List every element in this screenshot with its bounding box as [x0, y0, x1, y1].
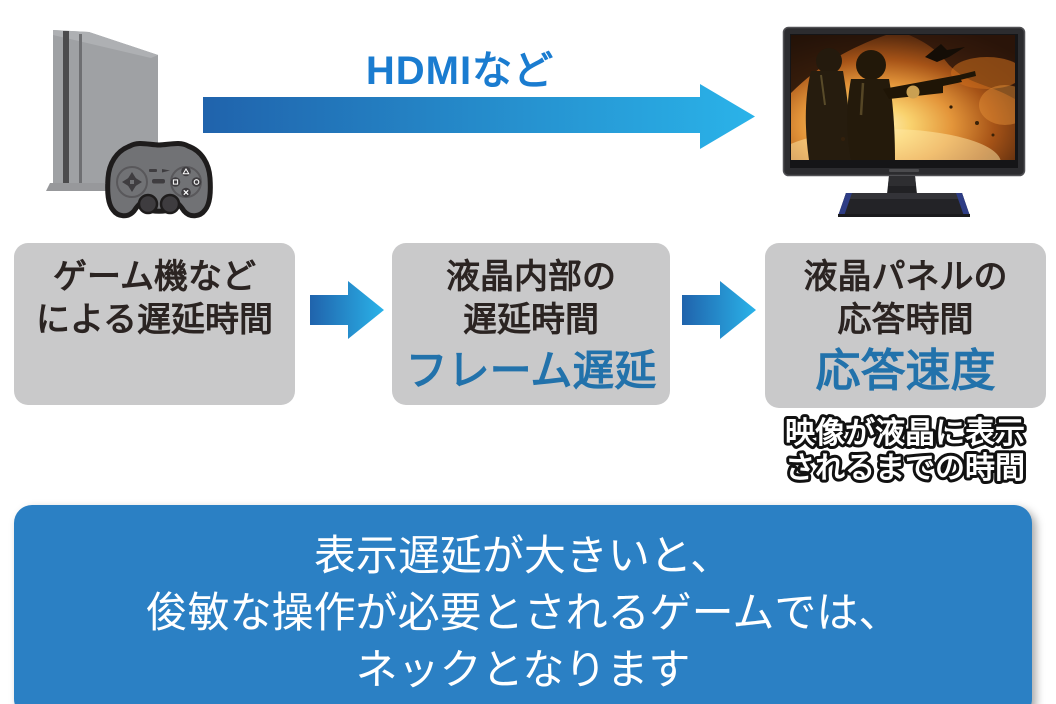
- gaming-monitor-icon: [782, 26, 1026, 217]
- game-scene-art: [791, 35, 1015, 160]
- flow-box-lcd-internal-delay: 液晶内部の 遅延時間 フレーム遅延: [392, 243, 670, 405]
- caption-line2: されるまでの時間: [785, 452, 1025, 485]
- box1-line2: による遅延時間: [36, 301, 273, 339]
- response-time-caption: 映像が液晶に表示 されるまでの時間: [782, 413, 1028, 488]
- box3-line2: 応答時間: [837, 301, 974, 339]
- right-arrow-icon: [310, 281, 384, 339]
- flow-box-panel-response: 液晶パネルの 応答時間 応答速度: [765, 243, 1046, 408]
- flow-box-console-delay: ゲーム機など による遅延時間: [14, 243, 295, 405]
- box3-line1: 液晶パネルの: [803, 258, 1008, 296]
- box2-line1: 液晶内部の: [446, 258, 616, 296]
- footer-warning-banner: 表示遅延が大きいと、 俊敏な操作が必要とされるゲームでは、 ネックとなります: [14, 505, 1032, 704]
- game-controller-icon: [105, 140, 213, 219]
- box2-line2: 遅延時間: [463, 301, 599, 339]
- box1-line1: ゲーム機など: [53, 258, 256, 296]
- footer-line1: 表示遅延が大きいと、: [313, 532, 733, 579]
- hdmi-cable-label: HDMIなど: [365, 49, 555, 93]
- monitor-logo: [889, 169, 919, 172]
- footer-line2: 俊敏な操作が必要とされるゲームでは、: [145, 589, 901, 636]
- box2-accent-frame-delay: フレーム遅延: [405, 347, 657, 394]
- caption-line1: 映像が液晶に表示: [785, 416, 1025, 450]
- footer-line3: ネックとなります: [355, 646, 691, 693]
- right-arrow-icon: [682, 281, 756, 339]
- box3-accent-response-speed: 応答速度: [815, 345, 996, 396]
- hdmi-right-arrow-icon: [203, 84, 755, 149]
